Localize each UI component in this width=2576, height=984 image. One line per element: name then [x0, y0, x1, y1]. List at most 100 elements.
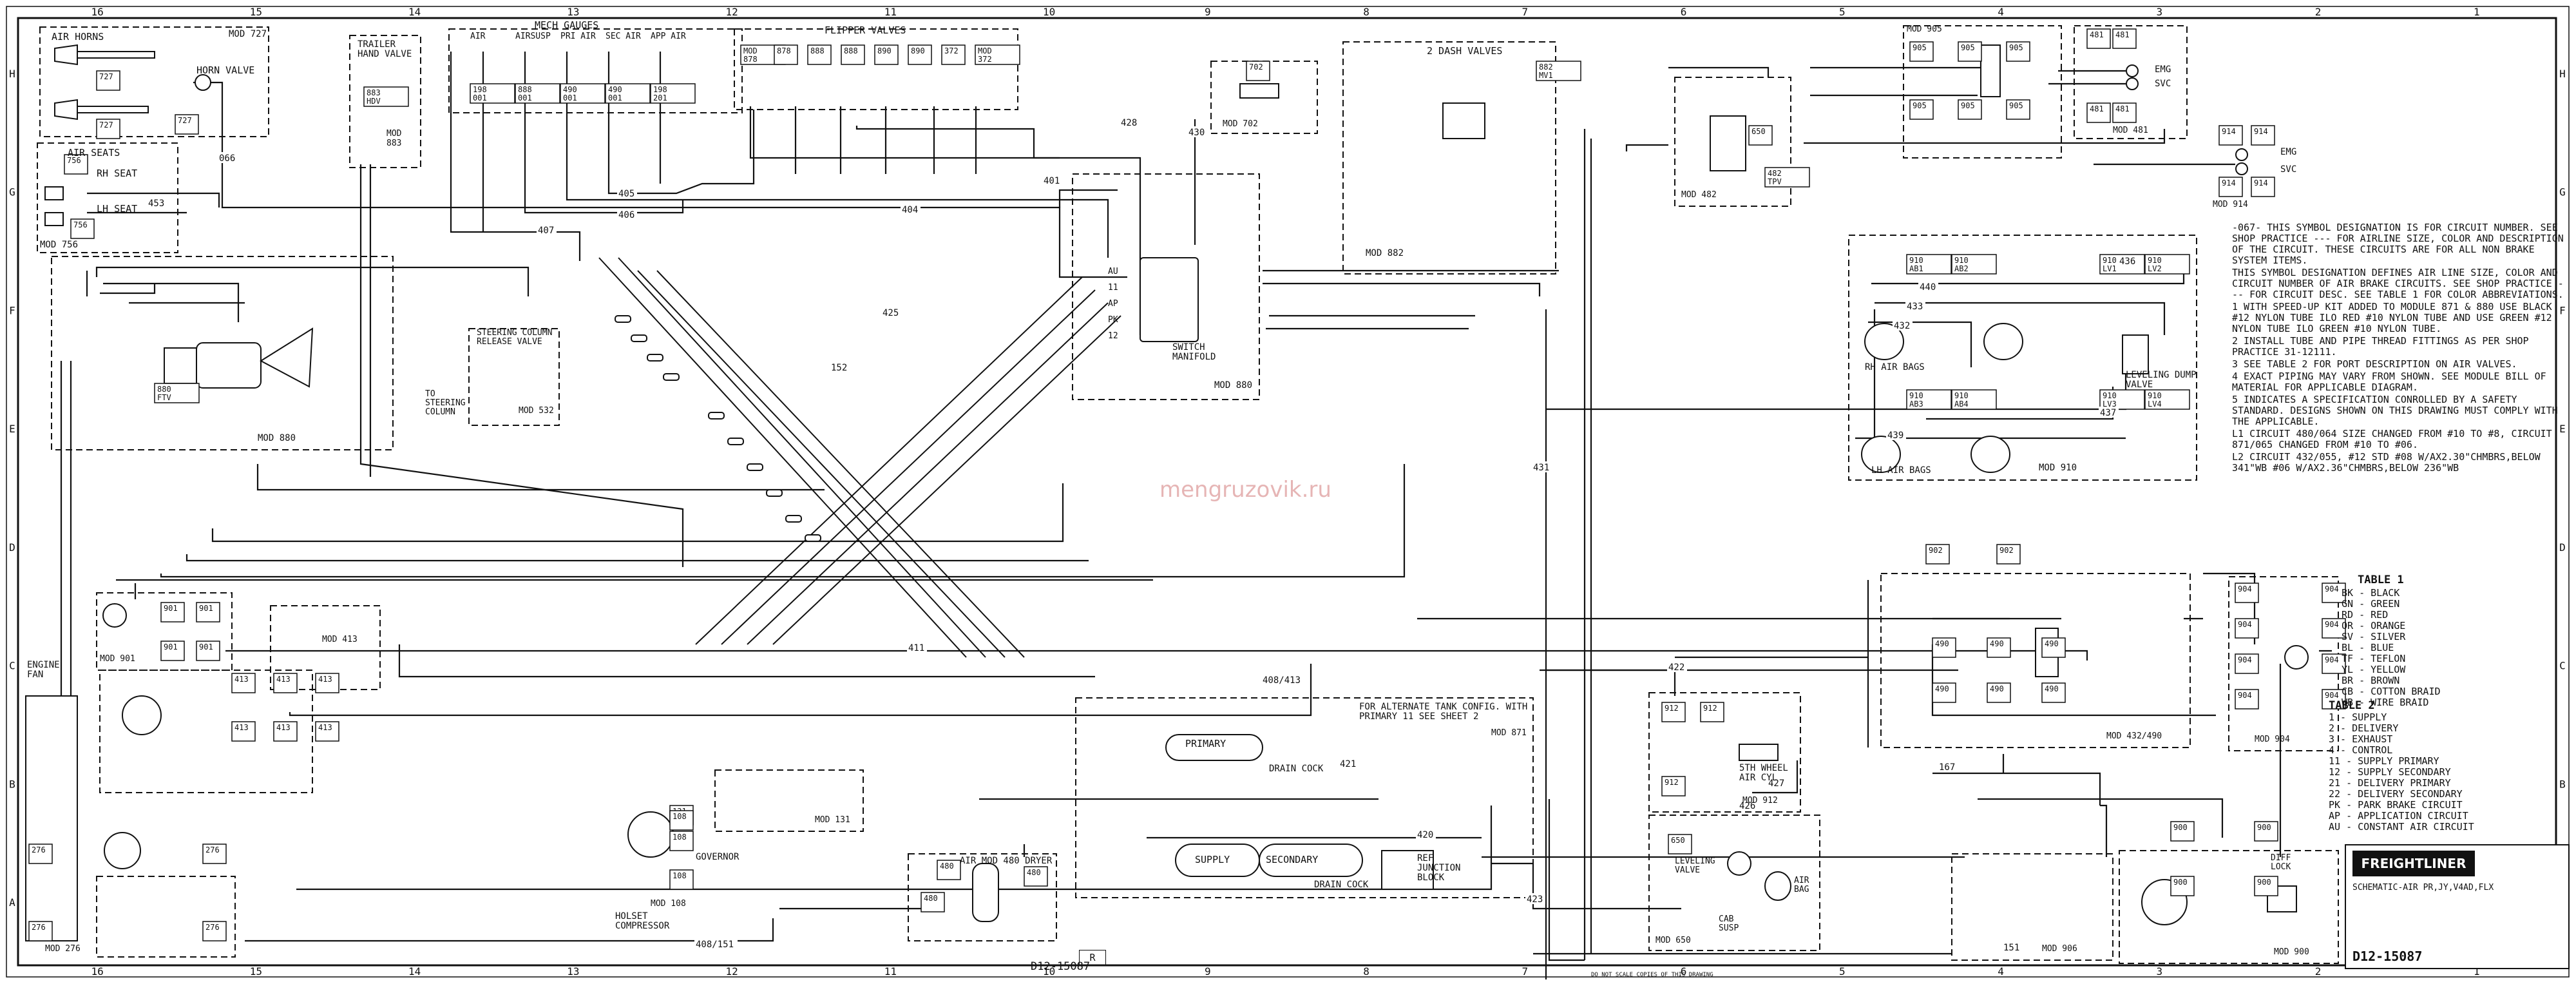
- tag-413-4: 413: [276, 723, 291, 732]
- tag-882-box: [1536, 61, 1581, 81]
- tag-flipper-1-box: [774, 44, 798, 65]
- tag-910-5: 910: [1954, 256, 1969, 265]
- compressor-label: HOLSET COMPRESSOR: [615, 911, 670, 931]
- tag-910-0: 910: [2103, 256, 2117, 265]
- air-horns-title: AIR HORNS: [52, 31, 104, 43]
- mod481-label: MOD 481: [2113, 126, 2148, 135]
- circuit-label-bg: [881, 307, 901, 318]
- mod131-label: MOD 131: [815, 815, 850, 825]
- row-label-E: E: [9, 423, 15, 435]
- row-label-A: A: [9, 896, 15, 909]
- tag-900-0-box: [2170, 821, 2195, 842]
- mod650-label: MOD 650: [1655, 936, 1691, 945]
- column-label-bottom-6: 6: [1681, 965, 1687, 978]
- tag-756-b: 756: [73, 220, 88, 229]
- fifth-wheel-label: 5TH WHEEL AIR CYL: [1739, 763, 1788, 783]
- circuit-420: 420: [1417, 830, 1433, 840]
- tag-914-2: 914: [2222, 178, 2236, 188]
- tag-900-1: 900: [2257, 823, 2271, 832]
- tag-gauge-3-box: [605, 83, 651, 104]
- tag-914-3: 914: [2254, 178, 2268, 188]
- tag-902-1: 902: [1999, 546, 2014, 555]
- circuit-label-bg: [2118, 255, 2138, 266]
- tag-904-0: 904: [2238, 584, 2252, 593]
- circuit-label-bg: [1738, 800, 1758, 811]
- circuit-label-bg: [907, 642, 927, 653]
- mod914-label: MOD 914: [2213, 200, 2248, 209]
- row-label-right-F: F: [2559, 304, 2566, 316]
- tag-490-0-box: [1932, 637, 1956, 658]
- mech-gauges-title: MECH GAUGES: [535, 19, 599, 31]
- circuit-407: 407: [538, 226, 554, 236]
- gauge-label-1: AIRSUSP: [515, 32, 551, 41]
- tag-904-4: 904: [2238, 655, 2252, 664]
- tag-756-b-box: [70, 218, 95, 239]
- tag-910-4: 910: [1909, 256, 1923, 265]
- circuit-label-bg: [1261, 674, 1304, 685]
- air-seats-title: AIR SEATS: [68, 147, 120, 159]
- tag-482-sub: TPV: [1768, 177, 1782, 186]
- tag-gauge-4: 198: [653, 85, 667, 94]
- tag-904-1-box: [2322, 583, 2346, 603]
- mod276-box: [96, 876, 236, 958]
- tag-413-0: 413: [234, 675, 249, 684]
- tag-904-3-box: [2322, 618, 2346, 639]
- emg-914-label: EMG: [2280, 147, 2297, 157]
- tag-flipper-3: 888: [844, 46, 858, 55]
- row-label-right-H: H: [2559, 68, 2566, 80]
- mod482-label: MOD 482: [1681, 190, 1717, 200]
- column-label-bottom-10: 10: [1043, 965, 1055, 978]
- title-block: FREIGHTLINER LLC SCHEMATIC-AIR PR,JY,V4A…: [2345, 844, 2570, 969]
- circuit-label-bg: [537, 224, 557, 235]
- tag-910-1-box: [2144, 254, 2190, 275]
- mod912-label: MOD 912: [1742, 796, 1778, 806]
- tag-481-0-box: [2086, 28, 2111, 49]
- column-label-bottom-16: 16: [91, 965, 103, 978]
- circuit-421: 421: [1340, 759, 1356, 769]
- table1-row: BL - BLUE: [2342, 642, 2394, 653]
- gauge-label-0: AIR: [470, 32, 486, 41]
- tag-413-2-box: [315, 673, 339, 693]
- tag-702-box: [1246, 61, 1270, 81]
- circuit-label-bg: [617, 188, 637, 198]
- tag-900-1-box: [2254, 821, 2278, 842]
- port-AU: AU: [1108, 267, 1118, 276]
- tag-413-1: 413: [276, 675, 291, 684]
- port-PK: PK: [1108, 315, 1118, 325]
- tag-910-7: 910: [1954, 391, 1969, 400]
- alternate-tank-note: FOR ALTERNATE TANK CONFIG. WITH PRIMARY …: [1359, 702, 1528, 722]
- tag-490-2: 490: [2045, 639, 2059, 648]
- tag-905-0-box: [1909, 41, 1934, 62]
- steering-valve-title: STEERING COLUMN RELEASE VALVE: [477, 328, 553, 347]
- switch-manifold-title: SWITCH MANIFOLD: [1172, 342, 1216, 362]
- flipper-box: [734, 28, 1018, 110]
- tag-481-3-box: [2112, 102, 2137, 123]
- tag-413-3: 413: [234, 723, 249, 732]
- table2-row: 11 - SUPPLY PRIMARY: [2329, 755, 2439, 767]
- circuit-453: 453: [148, 198, 164, 209]
- mech-gauges-box: [448, 28, 743, 113]
- tag-276-0: 276: [32, 845, 46, 854]
- mod756-box: [37, 142, 178, 253]
- tag-727-a: 727: [99, 72, 113, 81]
- tag-883-box: [363, 86, 409, 107]
- bottom-drawing-number: D12-15087: [1031, 960, 1091, 973]
- tag-902-1-box: [1996, 544, 2021, 564]
- column-label-bottom-7: 7: [1522, 965, 1529, 978]
- tag-910-5-box: [1951, 254, 1997, 275]
- table1-row: BK - BLACK: [2342, 587, 2400, 599]
- tag-910-2: 910: [2103, 391, 2117, 400]
- governor-label: GOVERNOR: [696, 852, 739, 862]
- column-label-7: 7: [1522, 6, 1529, 18]
- tag-910-3-box: [2144, 389, 2190, 410]
- tag-650-b-box: [1668, 834, 1692, 854]
- row-label-D: D: [9, 541, 15, 554]
- mod912-box: [1648, 692, 1801, 813]
- tag-905-3: 905: [1913, 101, 1927, 110]
- circuit-label-bg: [1525, 893, 1545, 904]
- trailer-hand-valve-title: TRAILER HAND VALVE: [358, 39, 412, 59]
- tag-900-2: 900: [2173, 878, 2188, 887]
- circuit-label-bg: [1905, 300, 1925, 311]
